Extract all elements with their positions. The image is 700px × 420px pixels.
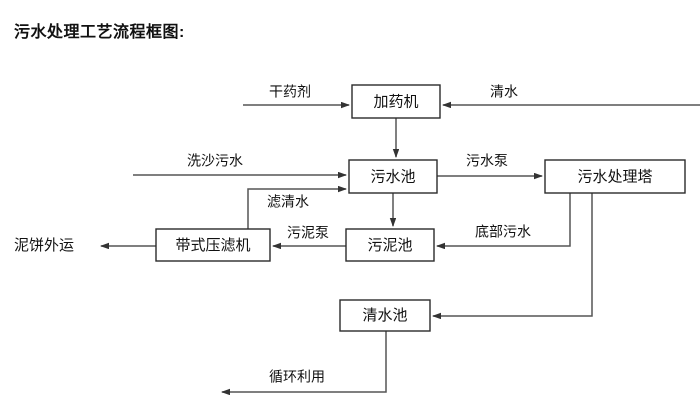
node-treatment-tower[interactable]: 污水处理塔	[544, 159, 686, 194]
terminal-label-mudcake-out: 泥饼外运	[14, 237, 74, 254]
edge-filtrate-to-sewage	[247, 185, 347, 229]
edge-clearwater-to-recycle	[221, 331, 387, 396]
node-sewage-pool[interactable]: 污水池	[348, 159, 438, 194]
node-label-clear-water-pool: 清水池	[362, 307, 407, 324]
node-clear-water-pool[interactable]: 清水池	[339, 299, 431, 332]
edge-tower-to-sludge	[436, 193, 571, 250]
page-title: 污水处理工艺流程框图:	[14, 24, 185, 41]
edge-label-bottom-sewage: 底部污水	[475, 224, 531, 240]
node-label-treatment-tower: 污水处理塔	[577, 168, 652, 185]
node-belt-filter-press[interactable]: 带式压滤机	[155, 228, 271, 262]
edge-label-sludge-pump: 污泥泵	[287, 225, 329, 241]
node-label-sewage-pool: 污水池	[370, 168, 415, 185]
node-label-dosing-machine: 加药机	[373, 93, 418, 110]
node-label-sludge-pool: 污泥池	[367, 237, 412, 254]
node-dosing-machine[interactable]: 加药机	[351, 84, 441, 119]
edge-label-sewage-pump: 污水泵	[466, 153, 508, 169]
edge-label-recycle: 循环利用	[269, 369, 325, 385]
edge-label-filtrate: 滤清水	[267, 194, 309, 210]
edge-tower-to-clearwater	[432, 193, 593, 320]
edge-label-dry-agent: 干药剂	[269, 84, 311, 100]
edge-label-sand-wash: 洗沙污水	[187, 153, 243, 169]
edge-label-clean-water: 清水	[490, 84, 518, 100]
node-label-belt-filter-press: 带式压滤机	[175, 237, 250, 254]
node-sludge-pool[interactable]: 污泥池	[345, 228, 435, 262]
